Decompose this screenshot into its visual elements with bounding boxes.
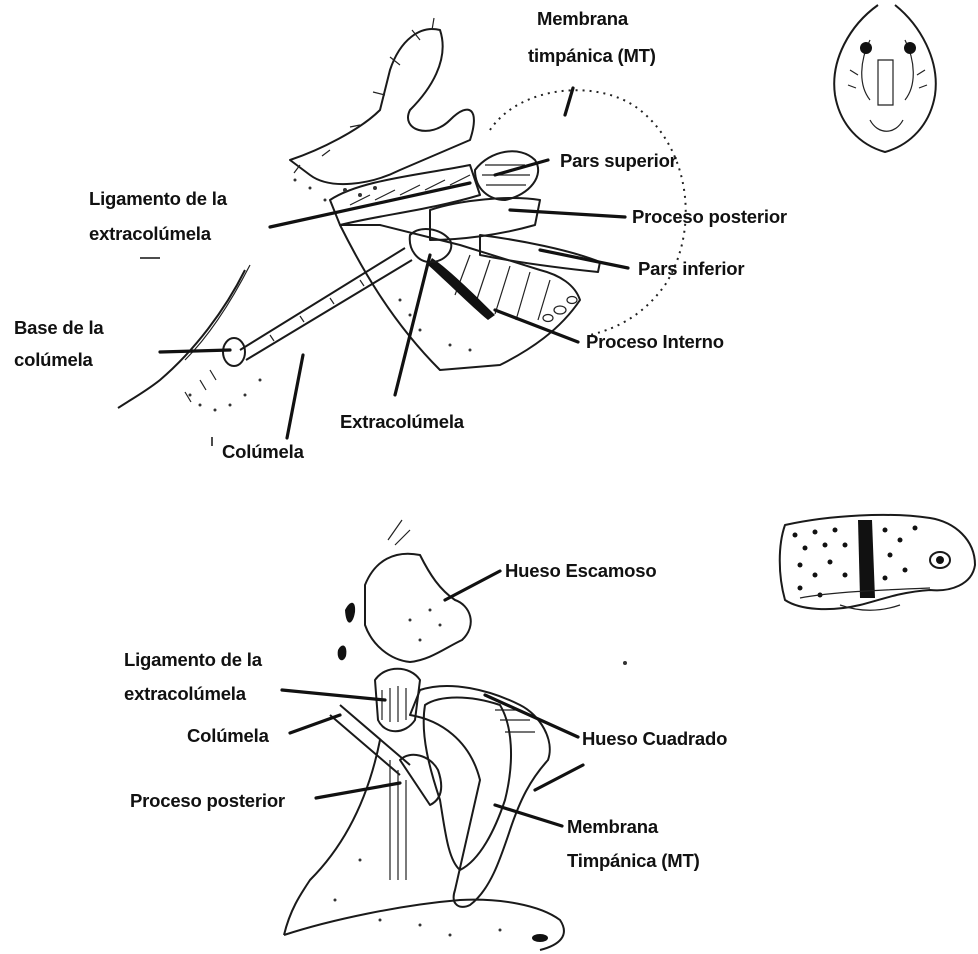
labels-bottom: Hueso Escamoso Ligamento de la extracolú… [124,560,727,871]
braincase-wall [118,270,245,408]
label-proceso-interno: Proceso Interno [586,331,724,352]
plate-spots [543,297,577,322]
bottom-ear-diagram: Hueso Escamoso Ligamento de la extracolú… [124,520,727,950]
label-pars-inferior: Pars inferior [638,258,744,279]
stipple-dots-bottom [334,609,628,937]
label-columela-top: Colúmela [222,441,305,462]
label-membrana-timpanica-line2: timpánica (MT) [528,45,656,66]
lower-floor-outline [284,900,564,950]
label-ligamento-bottom-line2: extracolúmela [124,683,247,704]
label-membrana-timpanica-line1: Membrana [537,8,629,29]
pars-inferior [480,235,600,272]
label-proceso-posterior-bottom: Proceso posterior [130,790,285,811]
label-base-line2: colúmela [14,349,94,370]
skull-bone-outline [290,29,474,184]
gecko-head-thumbnail [780,515,975,610]
labels-top: Membrana timpánica (MT) Pars superior Li… [14,8,787,462]
label-extracolumela: Extracolúmela [340,411,465,432]
base-columela-footplate [223,338,245,366]
label-base-line1: Base de la [14,317,104,338]
label-ligamento-line2: extracolúmela [89,223,212,244]
pars-superior [475,151,538,200]
proceso-interno [428,258,495,320]
label-pars-superior: Pars superior [560,150,677,171]
label-ligamento-bottom-line1: Ligamento de la [124,649,263,670]
top-ear-diagram: Membrana timpánica (MT) Pars superior Li… [14,8,787,462]
snake-head-thumbnail [834,5,936,152]
label-ligamento-line1: Ligamento de la [89,188,228,209]
extracolumela-ligament [330,165,480,225]
label-columela-bottom: Colúmela [187,725,270,746]
hueso-escamoso-shape [365,554,471,662]
label-hueso-cuadrado: Hueso Cuadrado [582,728,727,749]
hueso-cuadrado-shape [410,686,550,907]
label-membrana-bottom-line2: Timpánica (MT) [567,850,700,871]
lower-skull-outline [284,740,380,935]
label-proceso-posterior-top: Proceso posterior [632,206,787,227]
label-hueso-escamoso: Hueso Escamoso [505,560,656,581]
leader-lines-bottom [282,571,583,826]
label-membrana-bottom-line1: Membrana [567,816,659,837]
